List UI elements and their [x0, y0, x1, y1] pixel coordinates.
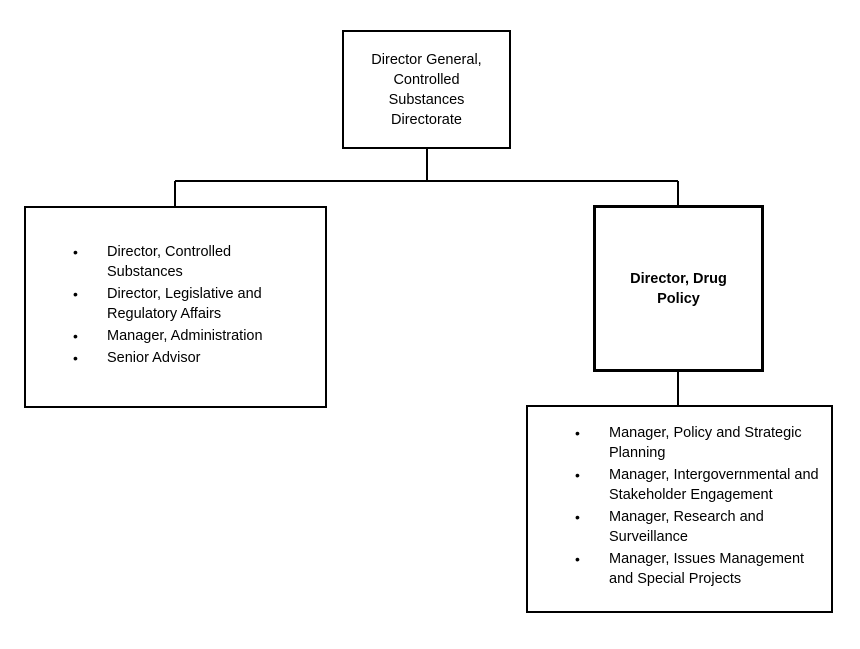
- list-item: • Manager, Issues Management and Special …: [575, 549, 820, 589]
- list-item: • Manager, Administration: [73, 326, 303, 346]
- list-item: • Manager, Intergovernmental and Stakehol…: [575, 465, 820, 505]
- list-item: • Director, Controlled Substances: [73, 242, 303, 282]
- list-item: • Director, Legislative and Regulatory Af…: [73, 284, 303, 324]
- bullet-icon: •: [73, 244, 78, 260]
- list-item-label: Manager, Research and Surveillance: [609, 509, 764, 545]
- list-item-label: Director, Controlled Substances: [107, 244, 232, 280]
- bullet-icon: •: [575, 425, 580, 441]
- drug-policy-reports-list: •Manager, Policy and Strategic Planning•…: [575, 423, 820, 591]
- director-general-reports-list: • Director, Controlled Substances • Directo…: [73, 242, 303, 370]
- bullet-icon: •: [575, 509, 580, 525]
- bullet-icon: •: [575, 467, 580, 483]
- drug-policy-reports-box: •Manager, Policy and Strategic Planning•…: [526, 405, 833, 613]
- list-item: • Manager, Research and Surveillance: [575, 507, 820, 547]
- list-item-label: Manager, Intergovernmental and Stakehold…: [609, 467, 819, 503]
- list-item: • Manager, Policy and Strategic Planning: [575, 423, 820, 463]
- list-item: • Senior Advisor: [73, 348, 303, 368]
- list-item-label: Senior Advisor: [107, 350, 201, 366]
- list-item-label: Manager, Issues Management and Special P…: [609, 551, 805, 587]
- director-drug-policy-box: Director, Drug Policy: [593, 205, 764, 372]
- list-item-label: Manager, Administration: [107, 328, 263, 344]
- bullet-icon: •: [73, 286, 78, 302]
- list-item-label: Manager, Policy and Strategic Planning: [609, 425, 802, 461]
- director-drug-policy-title: Director, Drug Policy: [630, 270, 727, 307]
- bullet-icon: •: [73, 350, 78, 366]
- director-general-reports-box: • Director, Controlled Substances • Directo…: [24, 206, 327, 408]
- bullet-icon: •: [73, 328, 78, 344]
- bullet-icon: •: [575, 551, 580, 567]
- list-item-label: Director, Legislative and Regulatory Aff…: [107, 286, 262, 322]
- director-general-box: Director General, Controlled Substances …: [342, 30, 511, 149]
- director-general-title: Director General, Controlled Substances …: [371, 51, 482, 128]
